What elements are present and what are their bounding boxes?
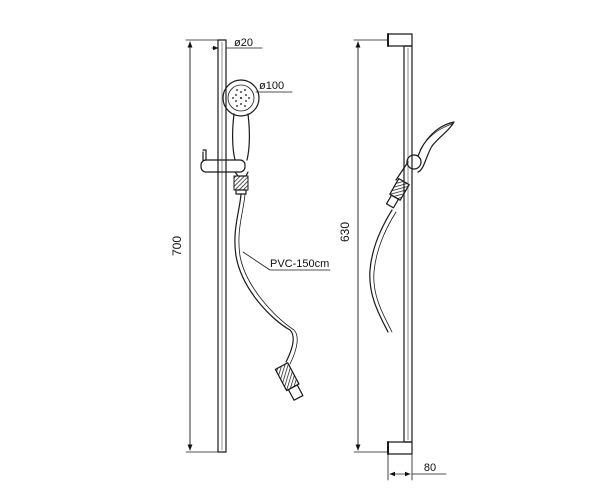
shower-hose [234, 193, 294, 363]
side-hand-shower [417, 121, 455, 173]
side-height-label: 630 [338, 222, 352, 242]
front-height-dimension [185, 39, 219, 453]
side-slider [406, 154, 422, 170]
side-view [353, 33, 455, 481]
front-height-label: 700 [170, 236, 184, 256]
rail-diameter-label: ø20 [234, 37, 253, 49]
hose-end-fitting [274, 362, 304, 401]
hand-shower [222, 79, 260, 195]
side-hose-connector [385, 178, 410, 209]
top-wall-bracket [387, 33, 413, 47]
front-rail [217, 39, 227, 453]
hose-leader [242, 251, 331, 271]
side-hose [369, 209, 393, 333]
side-depth-label: 80 [424, 462, 436, 474]
head-diameter-label: ø100 [259, 80, 284, 92]
side-height-dimension [353, 39, 389, 453]
spray-nozzles [232, 89, 250, 107]
bottom-wall-bracket [387, 441, 413, 455]
hose-connector [233, 175, 249, 191]
shower-head-outer [222, 79, 260, 117]
side-depth-dimension [387, 453, 447, 481]
front-view [185, 39, 331, 453]
shower-handle [232, 113, 250, 161]
slider-bracket [200, 149, 246, 173]
side-rail [403, 45, 413, 443]
hose-length-label: PVC-150cm [270, 258, 329, 270]
